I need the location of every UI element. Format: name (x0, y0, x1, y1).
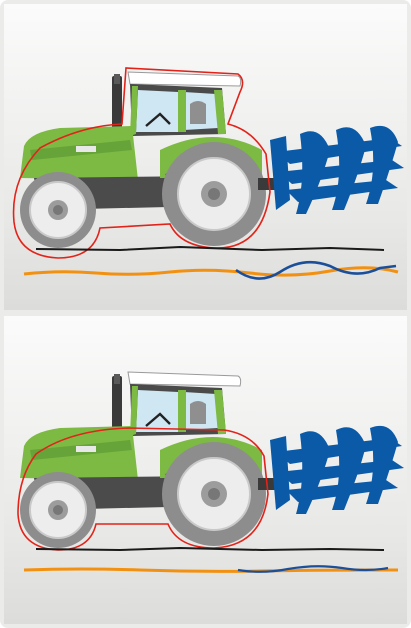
plough-upper (270, 126, 404, 214)
tractor-lower (20, 372, 280, 548)
orange-line-lower (24, 569, 398, 571)
ground-line-lower (36, 548, 384, 550)
motion-wave-upper (236, 262, 396, 278)
plough-lower (270, 426, 404, 514)
lower-scene (18, 372, 404, 572)
tractor-upper (20, 72, 280, 248)
upper-scene (14, 68, 404, 279)
